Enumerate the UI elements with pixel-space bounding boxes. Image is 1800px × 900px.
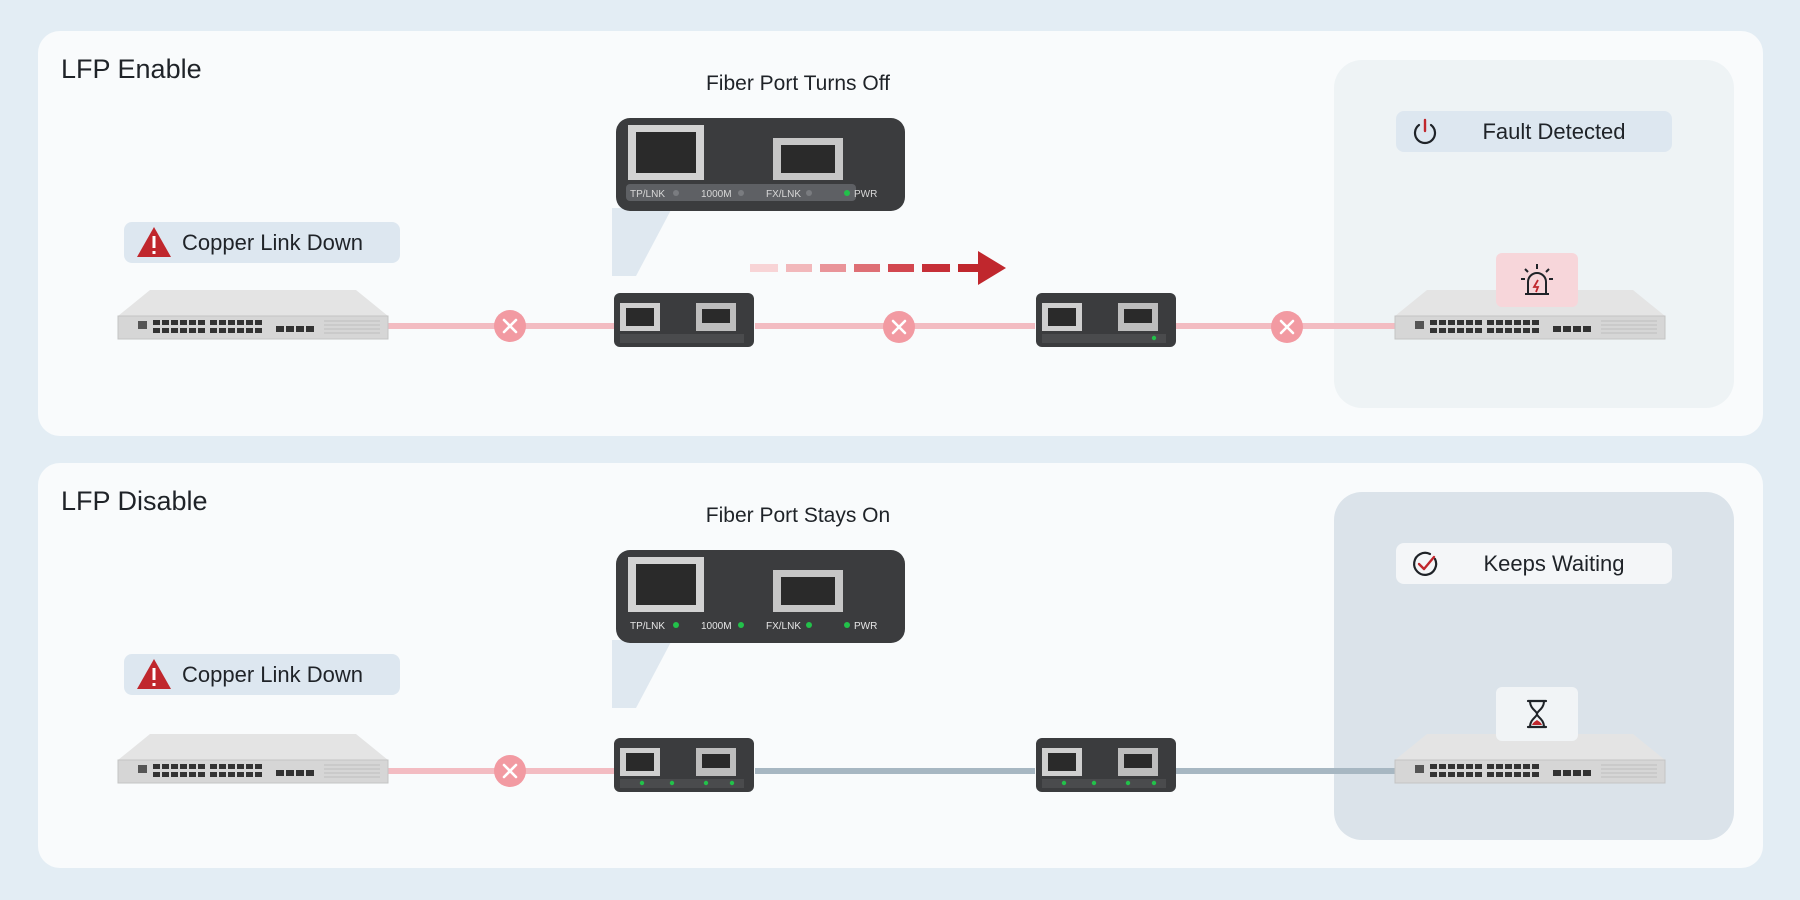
media-converter-remote — [1036, 293, 1176, 347]
zoom-caption: Fiber Port Stays On — [705, 504, 891, 527]
speed-led — [738, 190, 744, 196]
warning-icon — [137, 227, 171, 257]
tp-lnk-label: TP/LNK — [630, 189, 665, 200]
zoom-cone — [612, 208, 672, 276]
tp-led — [673, 622, 679, 628]
media-converter-local — [614, 293, 754, 347]
status-label: Fault Detected — [1482, 119, 1626, 144]
alarm-siren-icon — [1521, 264, 1553, 295]
fault-propagation-arrow — [750, 251, 1006, 285]
warning-label: Copper Link Down — [182, 662, 363, 687]
pwr-led — [844, 622, 850, 628]
waiting-badge — [1496, 687, 1578, 741]
tp-led — [673, 190, 679, 196]
zoom-caption: Fiber Port Turns Off — [705, 72, 890, 95]
source-switch — [117, 290, 389, 340]
media-converter-zoom: TP/LNK 1000M FX/LNK PWR — [616, 118, 905, 211]
link-fail-marker — [494, 310, 526, 342]
copper-link-warning: Copper Link Down — [124, 222, 400, 263]
warning-icon — [137, 659, 171, 689]
source-switch — [117, 734, 389, 784]
media-converter-remote — [1036, 738, 1176, 792]
speed-led — [738, 622, 744, 628]
media-converter-local — [614, 738, 754, 792]
link-fail-marker — [494, 755, 526, 787]
status-pill: Keeps Waiting — [1396, 543, 1672, 584]
destination-switch — [1394, 734, 1666, 784]
panel-title: LFP Enable — [61, 54, 202, 84]
fx-led — [806, 190, 812, 196]
pwr-label: PWR — [854, 621, 877, 632]
copper-link-warning: Copper Link Down — [124, 654, 400, 695]
pwr-led — [844, 190, 850, 196]
panel-title: LFP Disable — [61, 486, 208, 516]
speed-label: 1000M — [701, 621, 732, 632]
speed-label: 1000M — [701, 189, 732, 200]
warning-label: Copper Link Down — [182, 230, 363, 255]
link-fail-marker — [1271, 311, 1303, 343]
topology-diagram — [117, 208, 1666, 347]
fx-lnk-label: FX/LNK — [766, 189, 801, 200]
hourglass-icon — [1526, 699, 1548, 729]
tp-lnk-label: TP/LNK — [630, 621, 665, 632]
status-pill: Fault Detected — [1396, 111, 1672, 152]
lfp-enable-panel: LFP Enable Fiber Port Turns Off TP/LNK 1… — [38, 31, 1763, 436]
fault-alert-badge — [1496, 253, 1578, 307]
topology-diagram — [117, 640, 1666, 792]
fx-led — [806, 622, 812, 628]
lfp-disable-panel: LFP Disable Fiber Port Stays On TP/LNK 1… — [38, 463, 1763, 868]
zoom-cone — [612, 640, 672, 708]
link-fail-marker — [883, 311, 915, 343]
power-icon — [1413, 118, 1437, 145]
check-circle-icon — [1413, 551, 1438, 576]
status-label: Keeps Waiting — [1483, 551, 1625, 576]
fx-lnk-label: FX/LNK — [766, 621, 801, 632]
media-converter-zoom: TP/LNK 1000M FX/LNK PWR — [616, 550, 905, 643]
pwr-label: PWR — [854, 189, 877, 200]
